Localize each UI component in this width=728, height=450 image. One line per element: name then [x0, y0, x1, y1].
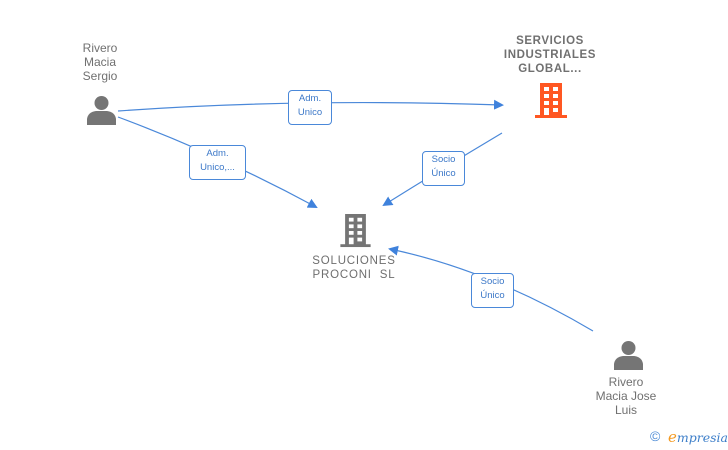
label-line: Rivero: [608, 375, 644, 389]
node-label-rivero-sergio[interactable]: Rivero Macia Sergio: [60, 41, 140, 83]
label-line: Sergio: [82, 69, 118, 83]
person-icon[interactable]: [613, 340, 644, 370]
edge-label-line: Unico,...: [200, 162, 235, 173]
brand-logo[interactable]: empresia: [668, 428, 728, 446]
label-line: GLOBAL...: [518, 63, 582, 75]
edge-label-line: Único: [431, 168, 456, 179]
node-label-servicios[interactable]: SERVICIOS INDUSTRIALES GLOBAL...: [490, 34, 610, 76]
brand-initial: e: [668, 428, 677, 446]
copyright-icon: ©: [650, 428, 661, 444]
label-line: INDUSTRIALES: [503, 49, 597, 61]
edge-label-adm-unico-etc[interactable]: Adm. Unico,...: [189, 145, 246, 180]
edge-label-line: Único: [480, 290, 505, 301]
edge-label-line: Unico: [297, 107, 323, 118]
edge-label-line: Socio: [480, 276, 505, 287]
edge-label-socio-unico[interactable]: Socio Único: [422, 151, 465, 186]
node-label-rivero-jose[interactable]: Rivero Macia Jose Luis: [586, 375, 666, 417]
label-line: Luis: [614, 403, 637, 417]
footer-brand: © empresia: [644, 428, 728, 448]
building-icon[interactable]: [340, 214, 371, 248]
edge-label-socio-unico[interactable]: Socio Único: [471, 273, 514, 308]
edge-label-adm-unico[interactable]: Adm. Unico: [288, 90, 332, 125]
label-line: SERVICIOS: [516, 35, 584, 47]
edge-label-line: Adm.: [298, 93, 322, 104]
person-icon[interactable]: [86, 95, 117, 125]
label-line: Macia Jose: [595, 389, 657, 403]
label-line: Rivero: [82, 41, 118, 55]
brand-name: mpresia: [676, 430, 728, 445]
label-line: SOLUCIONES: [312, 255, 396, 267]
edge-label-line: Adm.: [206, 148, 229, 159]
edge-label-line: Socio: [431, 154, 456, 165]
building-icon[interactable]: [535, 83, 567, 119]
label-line: Macia: [83, 55, 116, 69]
node-label-soluciones[interactable]: SOLUCIONES PROCONI SL: [300, 254, 408, 282]
label-line: PROCONI SL: [312, 269, 396, 281]
